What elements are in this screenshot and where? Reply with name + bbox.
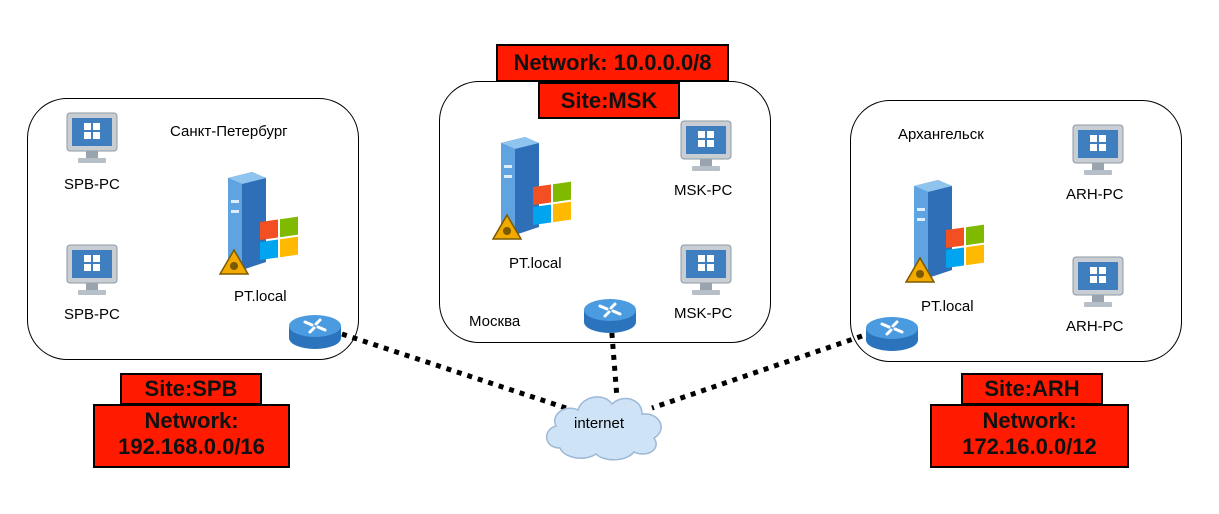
msk-site-tag: Site:MSK [538,82,680,119]
windows-server-icon [218,172,298,275]
router-icon [584,299,636,333]
server-label: PT.local [921,298,974,315]
router-icon [866,317,918,351]
arh-network-tag: Network: 172.16.0.0/12 [930,404,1129,468]
windows-pc-icon [66,112,118,163]
cloud-icon [546,396,662,461]
spb-network-value: 192.168.0.0/16 [118,434,265,460]
pc-label: ARH-PC [1066,318,1124,335]
pc-label: MSK-PC [674,305,733,322]
arh-network-label: Network: [982,408,1077,433]
server-label: PT.local [509,255,562,272]
server-label: PT.local [234,288,287,305]
pc-label: SPB-PC [64,306,120,323]
cloud-label: internet [574,415,625,432]
site-spb-box [27,98,359,360]
site-arh-city: Архангельск [898,126,984,143]
windows-pc-icon [680,120,732,171]
pc-label: MSK-PC [674,182,733,199]
link-arh-internet [651,333,863,411]
spb-network-label: Network: [144,408,239,433]
site-msk-city: Москва [469,313,521,330]
arh-network-value: 172.16.0.0/12 [962,434,1097,460]
windows-pc-icon [1072,124,1124,175]
router-icon [289,315,341,349]
pc-label: SPB-PC [64,176,120,193]
pc-label: ARH-PC [1066,186,1124,203]
windows-pc-icon [680,244,732,295]
spb-site-tag: Site:SPB [120,373,262,405]
spb-network-tag: Network: 192.168.0.0/16 [93,404,290,468]
site-spb-city: Санкт-Петербург [170,123,288,140]
msk-network-tag: Network: 10.0.0.0/8 [496,44,729,82]
arh-site-tag: Site:ARH [961,373,1103,405]
windows-server-icon [904,180,984,283]
link-msk-internet [608,321,620,399]
windows-pc-icon [66,244,118,295]
link-spb-internet [341,331,567,411]
site-arh-box [850,100,1182,362]
windows-server-icon [491,137,571,240]
windows-pc-icon [1072,256,1124,307]
